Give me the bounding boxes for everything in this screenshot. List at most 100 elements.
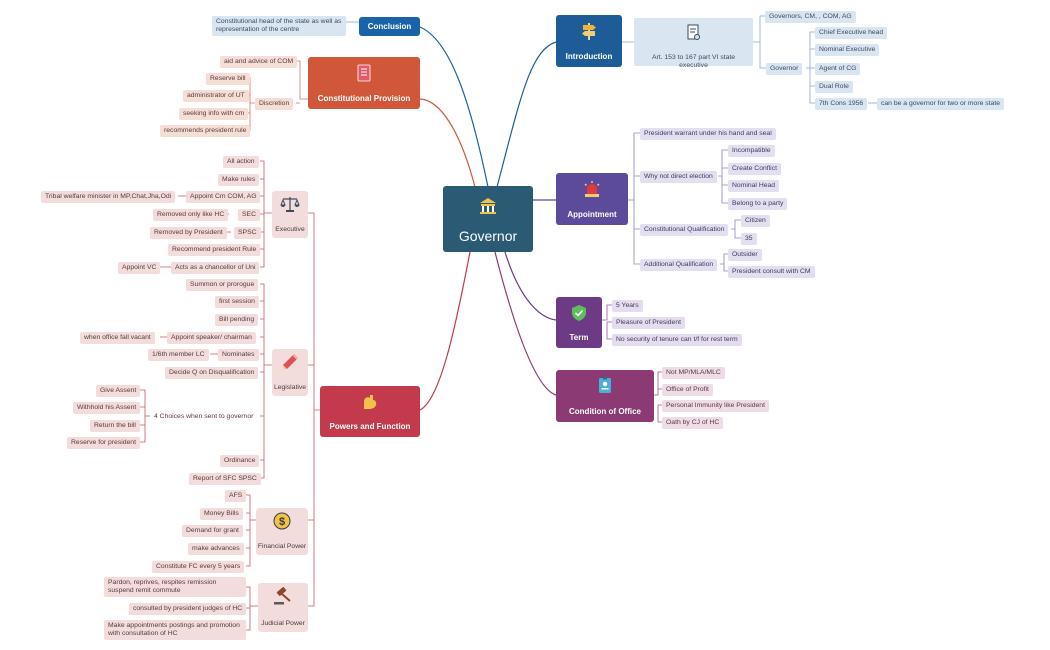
condition-immunity[interactable]: Personal Immunity like President: [662, 400, 769, 412]
exec-all-action[interactable]: All action: [223, 156, 259, 168]
topic-conclusion[interactable]: Conclusion: [359, 17, 420, 36]
leg-4-choices[interactable]: 4 Choices when sent to governor: [154, 413, 254, 420]
cp-administrator[interactable]: administrator of UT: [183, 90, 249, 102]
appoint-const-35[interactable]: 35: [741, 233, 757, 245]
appoint-add-consult[interactable]: President consult with CM: [728, 266, 815, 278]
legislative-label: Legislative: [273, 384, 307, 391]
leg-withhold[interactable]: Withhold his Assent: [73, 402, 141, 414]
leg-speaker-note[interactable]: when office fall vacant: [80, 332, 155, 344]
jud-appointments[interactable]: Make appointments postings and promotion…: [104, 620, 246, 640]
executive-node[interactable]: Executive: [272, 191, 308, 238]
cp-aid[interactable]: aid and advice of COM: [220, 56, 298, 68]
leg-bill-pending[interactable]: Bill pending: [215, 314, 259, 326]
judicial-node[interactable]: Judicial Power: [258, 583, 308, 632]
legislative-node[interactable]: Legislative: [272, 349, 308, 396]
exec-spsc[interactable]: SPSC: [234, 227, 261, 239]
intro-item-agent[interactable]: Agent of CG: [815, 63, 861, 75]
financial-label: Financial Power: [257, 543, 307, 550]
topic-condition-label: Condition of Office: [569, 407, 641, 416]
appoint-additional[interactable]: Additional Qualification: [640, 259, 718, 271]
jud-consulted[interactable]: consulted by president judges of HC: [129, 603, 247, 615]
fin-demand[interactable]: Demand for grant: [182, 525, 243, 537]
topic-appointment-label: Appointment: [567, 210, 617, 219]
leg-reserve[interactable]: Reserve for president: [67, 437, 140, 449]
leg-report[interactable]: Report of SFC SPSC: [189, 473, 261, 485]
intro-item-chief[interactable]: Chief Executive head: [815, 27, 888, 39]
exec-make-rules[interactable]: Make rules: [218, 174, 260, 186]
intro-item-7th[interactable]: 7th Cons 1956: [815, 98, 868, 110]
cp-recommends[interactable]: recommends president rule: [160, 125, 251, 137]
central-title: Governor: [458, 228, 518, 244]
appoint-constitutional[interactable]: Constitutional Qualification: [640, 224, 729, 236]
topic-term[interactable]: Term: [556, 297, 602, 348]
term-pleasure[interactable]: Pleasure of President: [612, 317, 685, 329]
appoint-why-party[interactable]: Belong to a party: [728, 198, 788, 210]
topic-constitutional-provision[interactable]: Constitutional Provision: [308, 57, 420, 109]
intro-item-nominal[interactable]: Nominal Executive: [815, 44, 880, 56]
topic-powers-and-function[interactable]: Powers and Function: [320, 386, 420, 437]
leg-ordinance[interactable]: Ordinance: [220, 455, 260, 467]
conclusion-text[interactable]: Constitutional head of the state as well…: [212, 16, 346, 36]
appoint-const-citizen[interactable]: Citizen: [741, 215, 770, 227]
topic-introduction[interactable]: Introduction: [556, 15, 622, 67]
leg-first-session[interactable]: first session: [215, 296, 259, 308]
leg-disqualification[interactable]: Decide Q on Disqualification: [165, 367, 259, 379]
exec-chancellor[interactable]: Acts as a chancellor of Uni: [171, 262, 260, 274]
term-security[interactable]: No security of tenure can t/f for rest t…: [612, 334, 742, 346]
condition-profit[interactable]: Office of Profit: [662, 384, 713, 396]
financial-node[interactable]: $ Financial Power: [256, 508, 308, 555]
intro-top-node[interactable]: Governors, CM, , COM, AG: [765, 11, 856, 23]
exec-uni-note[interactable]: Appoint VC: [118, 262, 161, 274]
appoint-add-outsider[interactable]: Outsider: [728, 249, 762, 261]
fin-advances[interactable]: make advances: [188, 543, 244, 555]
leg-summon[interactable]: Summon or prorogue: [186, 279, 259, 291]
leg-give-assent[interactable]: Give Assent: [96, 385, 141, 397]
condition-not-mp[interactable]: Not MP/MLA/MLC: [662, 367, 725, 379]
scales-icon: [280, 197, 300, 212]
id-badge-icon: [599, 376, 611, 393]
coin-icon: $: [273, 512, 291, 530]
fin-afs[interactable]: AFS: [225, 490, 247, 502]
leg-appoint-speaker[interactable]: Appoint speaker/ chairman: [167, 332, 256, 344]
exec-recommend[interactable]: Recommend president Rule: [168, 244, 261, 256]
flexed-arm-icon: [364, 395, 377, 409]
pencil-icon: [283, 354, 298, 369]
cp-reserve[interactable]: Reserve bill: [206, 73, 250, 85]
gavel-icon: [274, 587, 291, 605]
appoint-why-incompatible[interactable]: Incompatible: [728, 145, 775, 157]
cp-seeking[interactable]: seeking info with cm: [179, 108, 249, 120]
document-search-icon: [687, 24, 700, 40]
jud-pardon[interactable]: Pardon, reprives, respites remission sus…: [104, 577, 246, 597]
topic-introduction-label: Introduction: [565, 52, 613, 61]
bank-icon: [480, 198, 496, 214]
topic-condition-of-office[interactable]: Condition of Office: [556, 370, 654, 422]
shield-check-icon: [572, 305, 586, 321]
leg-nominates-note[interactable]: 1/6th member LC: [148, 349, 209, 361]
condition-oath[interactable]: Oath by CJ of HC: [662, 417, 724, 429]
fin-money-bills[interactable]: Money Bills: [200, 508, 243, 520]
signpost-icon: [582, 23, 596, 40]
intro-item-dual[interactable]: Dual Role: [815, 81, 853, 93]
appoint-why-conflict[interactable]: Create Conflict: [728, 163, 781, 175]
topic-powers-label: Powers and Function: [329, 422, 411, 431]
fin-fc[interactable]: Constitute FC every 5 years: [152, 561, 245, 573]
topic-constitutional-label: Constitutional Provision: [317, 94, 411, 103]
appoint-why-nominal[interactable]: Nominal Head: [728, 180, 780, 192]
term-5years[interactable]: 5 Years: [612, 300, 643, 312]
central-topic[interactable]: Governor: [443, 186, 533, 252]
leg-nominates[interactable]: Nominates: [218, 349, 259, 361]
exec-appoint[interactable]: Appoint Cm COM, AG: [186, 191, 261, 203]
intro-governor-node[interactable]: Governor: [766, 63, 803, 75]
intro-7th-note[interactable]: can be a governor for two or more state: [877, 98, 1005, 110]
leg-return[interactable]: Return the bill: [90, 420, 140, 432]
exec-appoint-note[interactable]: Tribal welfare minister in MP,Chat,Jha,O…: [41, 191, 176, 203]
exec-sec[interactable]: SEC: [238, 209, 260, 221]
topic-appointment[interactable]: Appointment: [556, 173, 628, 225]
exec-spsc-note[interactable]: Removed by President: [150, 227, 227, 239]
cp-discretion[interactable]: Discretion: [255, 98, 294, 110]
notebook-icon: [357, 64, 371, 82]
exec-sec-note[interactable]: Removed only like HC: [153, 209, 229, 221]
appoint-warrant[interactable]: President warrant under his hand and sea…: [640, 128, 776, 140]
appoint-why[interactable]: Why not direct election: [640, 171, 717, 183]
